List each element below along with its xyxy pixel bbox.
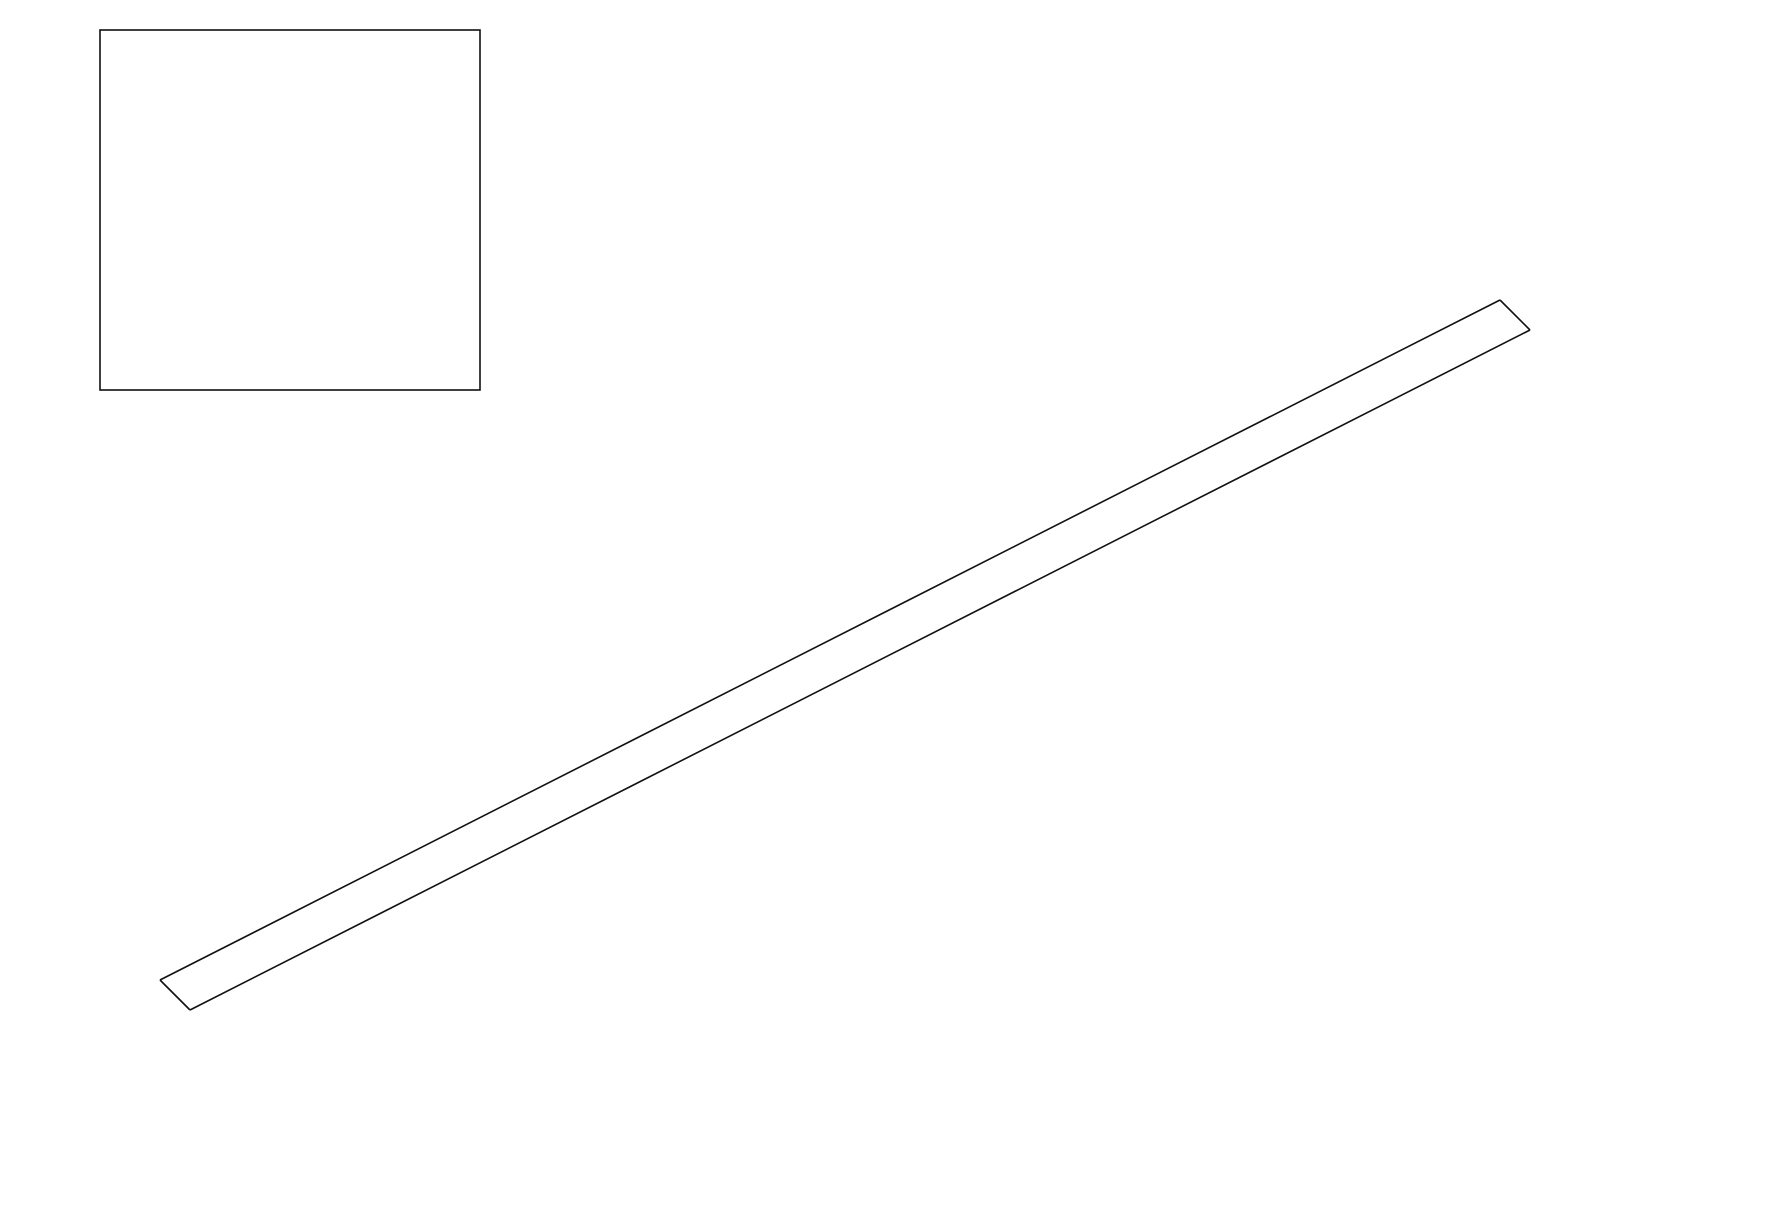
assembly-box (99, 29, 481, 391)
frame-rail (159, 299, 1531, 1011)
diagram-body (99, 29, 1531, 1011)
